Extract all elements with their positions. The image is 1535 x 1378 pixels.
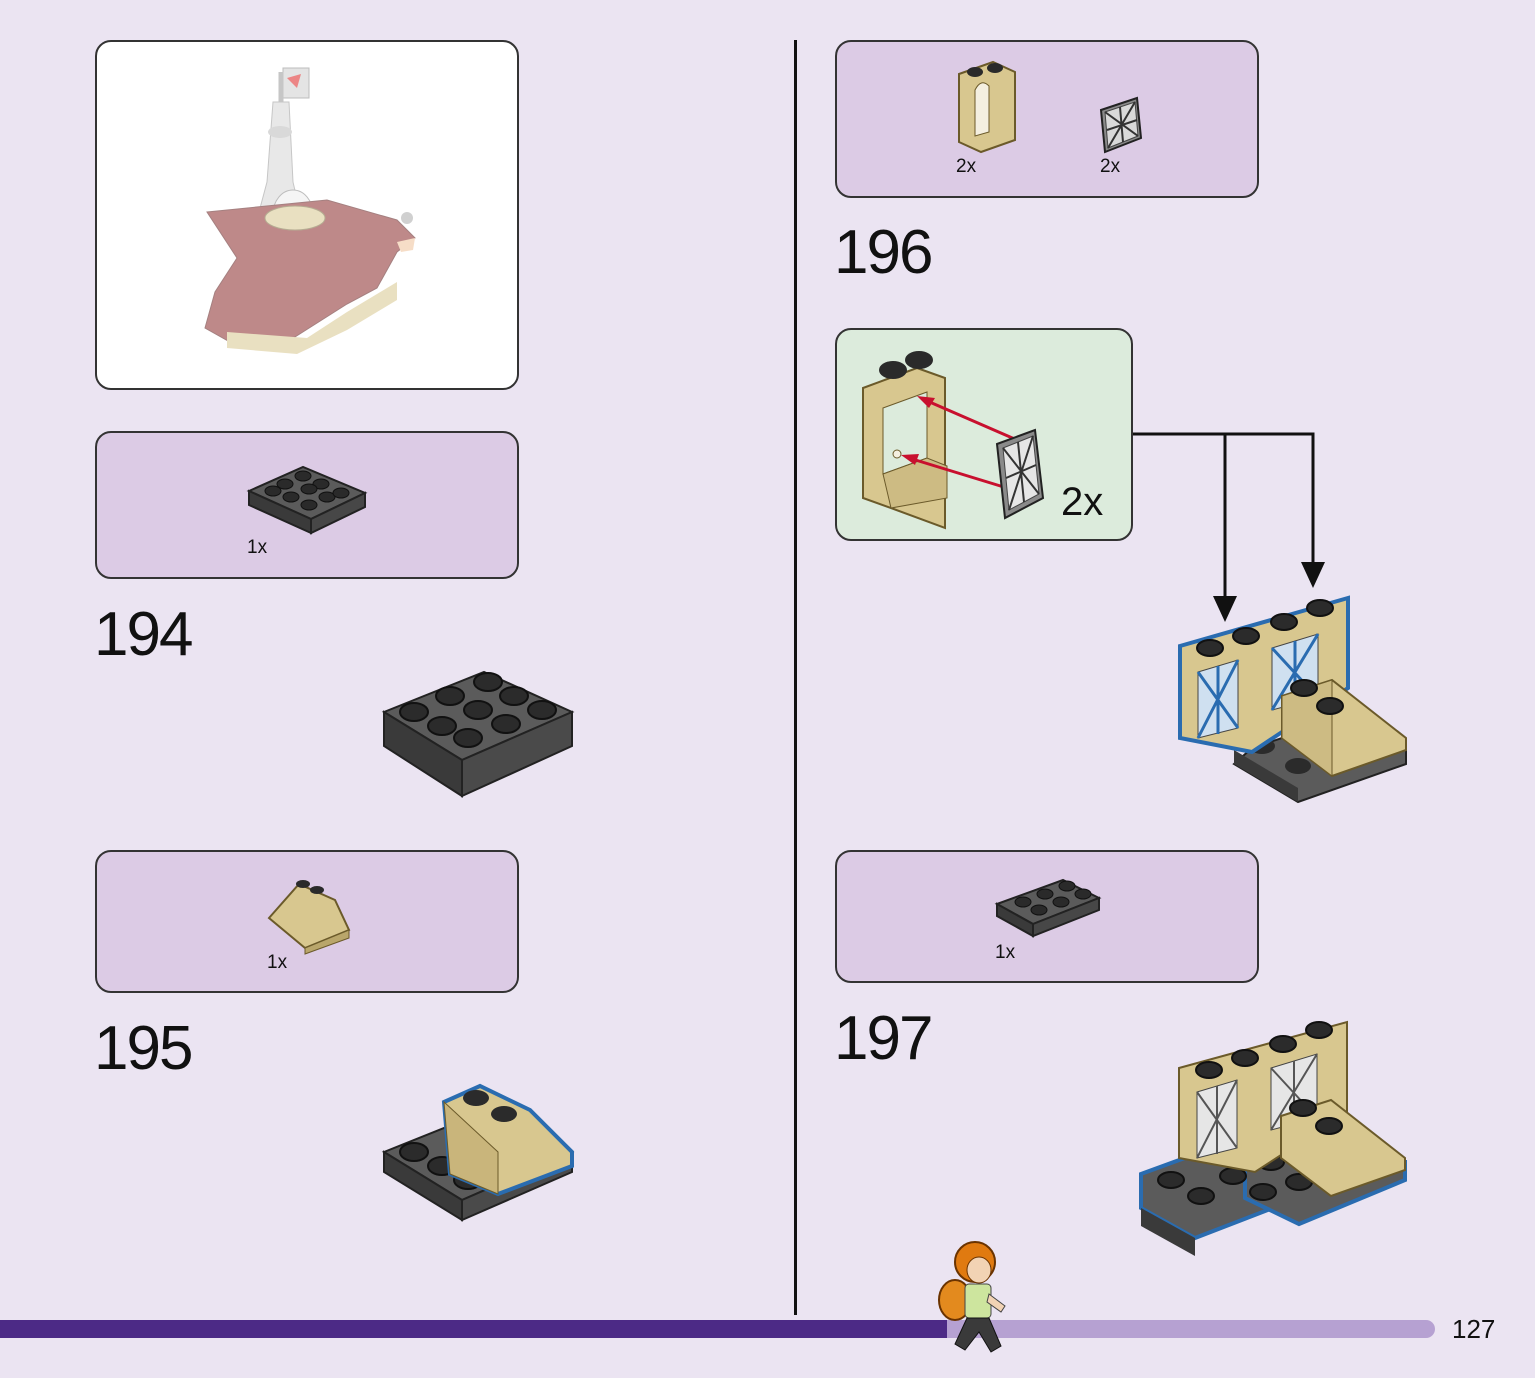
window-insertion-icon	[862, 351, 1045, 530]
walking-minifigure-icon	[938, 1241, 1006, 1353]
step-197-parts-panel: 1x	[835, 850, 1259, 983]
step-195-build-icon	[381, 1083, 575, 1222]
step-196-parts-panel: 2x 2x	[835, 40, 1259, 198]
lattice-window-pane-icon	[1099, 96, 1143, 154]
column-divider	[794, 40, 797, 1315]
step-194-number: 194	[94, 600, 193, 669]
step-197-number: 197	[834, 1004, 933, 1073]
dark-gray-plate-3x3-icon	[246, 465, 368, 535]
step-196-part-1-qty: 2x	[956, 156, 977, 177]
tan-window-frame-icon	[958, 60, 1016, 154]
step-194-parts-panel: 1x	[95, 431, 519, 579]
step-196-build-icon	[1178, 595, 1407, 804]
step-196-number: 196	[834, 218, 933, 287]
step-195-parts-panel: 1x	[95, 850, 519, 993]
step-196-subassembly-multiplier: 2x	[1061, 480, 1104, 524]
tan-slope-2x2-icon	[267, 880, 351, 955]
step-195-part-1-qty: 1x	[267, 952, 288, 973]
step-194-part-1-qty: 1x	[247, 537, 268, 558]
page-number: 127	[1452, 1314, 1496, 1344]
progress-bar	[0, 1320, 947, 1338]
subassembly-connector-arrows-icon	[1133, 432, 1325, 622]
step-197-part-1-qty: 1x	[995, 942, 1016, 963]
step-194-build-icon	[381, 670, 575, 798]
overview-panel	[95, 40, 519, 390]
step-197-build-icon	[1139, 1020, 1407, 1256]
dark-gray-plate-2x3-icon	[994, 878, 1102, 938]
step-196-part-2-qty: 2x	[1100, 156, 1121, 177]
step-195-number: 195	[94, 1014, 193, 1083]
step-196-subassembly-panel: 2x	[835, 328, 1133, 541]
castle-ship-preview-icon	[204, 67, 416, 354]
